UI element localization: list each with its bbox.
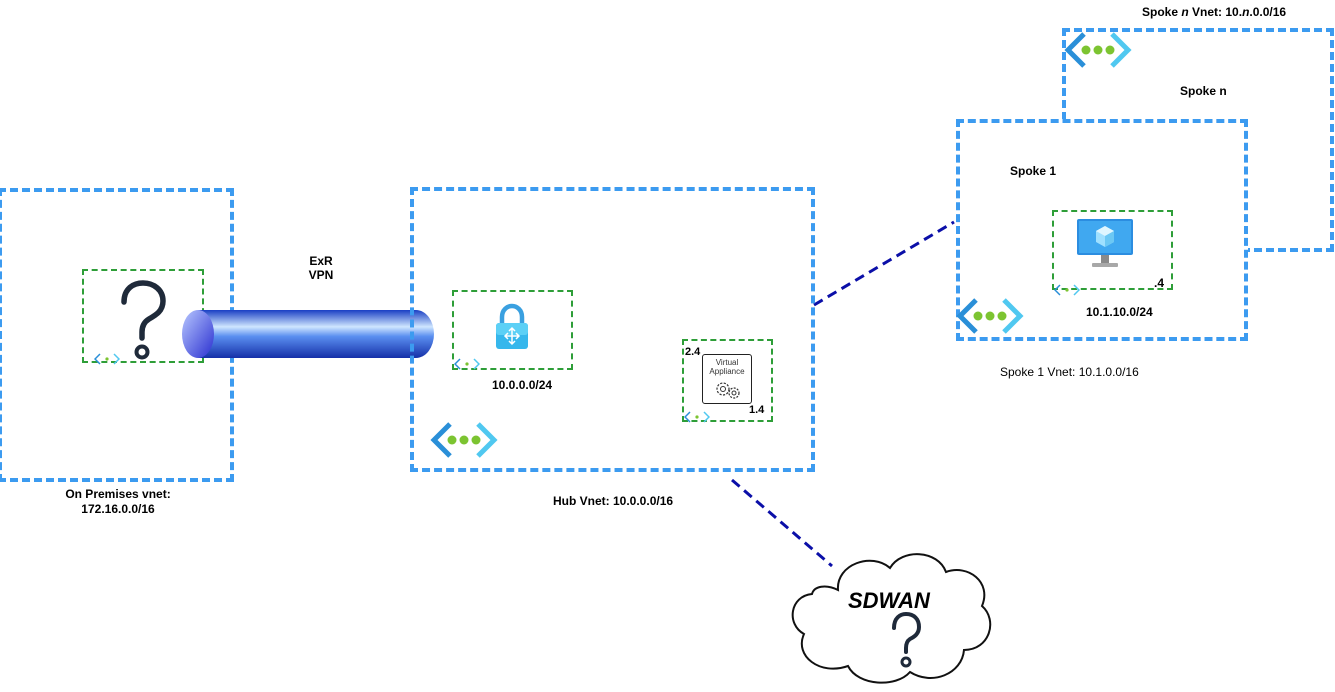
hub-gateway-subnet-boundary — [452, 290, 573, 370]
hub-to-spoke1-link — [813, 220, 955, 307]
spoke-n-italic-n: n — [1181, 5, 1189, 19]
nva-ip-top: 2.4 — [685, 346, 701, 358]
question-mark-icon — [892, 611, 922, 668]
virtual-network-icon — [430, 422, 498, 458]
hub-nva-subnet-boundary — [682, 339, 773, 422]
nva-label-line2: Appliance — [709, 367, 745, 376]
sdwan-cloud-icon — [791, 553, 992, 684]
spoke1-subnet-boundary — [1052, 210, 1173, 290]
subnet-icon — [684, 411, 710, 423]
hub-gateway-subnet-label: 10.0.0.0/24 — [492, 378, 553, 392]
connection-label-exr: ExR — [309, 254, 333, 268]
gears-icon — [716, 382, 740, 399]
hub-vnet-label: Hub Vnet: 10.0.0.0/16 — [553, 494, 674, 508]
spoke-n-vnet-suffix: .0.0/16 — [1249, 5, 1287, 19]
spoke-n-vnet-mid: Vnet: 10. — [1188, 5, 1243, 19]
hub-to-sdwan-link — [731, 478, 833, 568]
spoke-n-title: Spoke n — [1180, 84, 1227, 98]
connection-label-vpn: VPN — [308, 268, 334, 282]
hub-vnet-boundary — [410, 187, 815, 472]
onprem-vnet-label: On Premises vnet: 172.16.0.0/16 — [40, 487, 196, 517]
vpn-gateway-icon — [496, 303, 528, 349]
nva-label: Virtual Appliance — [703, 358, 751, 376]
spoke1-subnet-label: 10.1.10.0/24 — [1086, 305, 1153, 319]
spoke1-vnet-label: Spoke 1 Vnet: 10.1.0.0/16 — [1000, 365, 1139, 379]
virtual-network-icon — [956, 298, 1024, 334]
spoke1-title: Spoke 1 — [1010, 164, 1057, 178]
nva-ip-bottom: 1.4 — [749, 404, 765, 416]
virtual-machine-icon — [1077, 219, 1133, 267]
nva-label-line1: Virtual — [715, 358, 739, 367]
virtual-appliance-icon: Virtual Appliance — [702, 354, 752, 404]
subnet-icon — [94, 353, 120, 365]
connection-label: ExR VPN — [296, 254, 346, 282]
sdwan-label: SDWAN — [848, 588, 930, 613]
spoke-n-vnet-label: Spoke n Vnet: 10.n.0.0/16 — [1142, 5, 1286, 19]
spoke-n-vnet-prefix: Spoke — [1142, 5, 1182, 19]
onprem-vnet-label-line1: On Premises vnet: — [65, 487, 171, 501]
virtual-network-icon — [1064, 32, 1132, 68]
expressroute-vpn-tunnel — [182, 310, 434, 358]
spoke1-vm-ip: .4 — [1154, 276, 1165, 290]
spoke-n-italic-n2: n — [1242, 5, 1250, 19]
question-mark-icon — [121, 280, 166, 360]
onprem-vnet-label-line2: 172.16.0.0/16 — [81, 502, 155, 516]
subnet-icon — [1054, 284, 1080, 296]
subnet-icon — [454, 358, 480, 370]
